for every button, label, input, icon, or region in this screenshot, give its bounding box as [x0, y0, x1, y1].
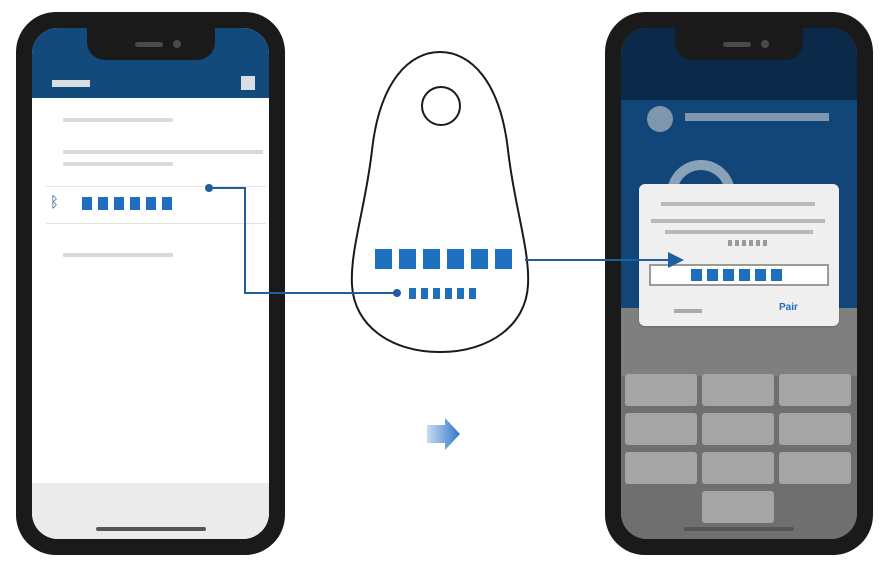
- header-title-placeholder: [52, 80, 90, 87]
- keypad-key[interactable]: [625, 452, 697, 484]
- phone-left: ᛒ: [16, 12, 285, 555]
- tag-serial-digit: [421, 288, 428, 299]
- entered-code-digit: [723, 269, 734, 281]
- keypad-key[interactable]: [779, 452, 851, 484]
- tag-serial-digit: [469, 288, 476, 299]
- entered-code-digit: [755, 269, 766, 281]
- header-menu-icon[interactable]: [241, 76, 255, 90]
- tag-code-digit: [375, 249, 392, 269]
- phone-notch: [86, 28, 215, 60]
- pairing-code-input[interactable]: [649, 264, 829, 286]
- divider: [46, 223, 266, 224]
- tag-code-digit: [495, 249, 512, 269]
- keypad-key[interactable]: [702, 413, 774, 445]
- dialog-text-line: [665, 230, 813, 234]
- tag-code-digit: [399, 249, 416, 269]
- entered-code-digit: [771, 269, 782, 281]
- entered-code-digit: [707, 269, 718, 281]
- keypad-key[interactable]: [625, 374, 697, 406]
- cancel-button[interactable]: [674, 309, 702, 313]
- keypad-key[interactable]: [702, 452, 774, 484]
- device-code-digit: [162, 197, 172, 210]
- device-code-digit: [98, 197, 108, 210]
- device-tag: [350, 50, 530, 354]
- code-hint-digit: [749, 240, 753, 246]
- text-line: [63, 162, 173, 166]
- entered-code-digit: [691, 269, 702, 281]
- device-code-digit: [146, 197, 156, 210]
- home-indicator: [95, 527, 206, 531]
- speaker: [723, 42, 751, 47]
- text-line: [63, 118, 173, 122]
- avatar: [647, 106, 673, 132]
- tag-serial-digit: [445, 288, 452, 299]
- phone-right: Pair: [605, 12, 873, 555]
- code-hint-digit: [735, 240, 739, 246]
- phone-notch: [675, 28, 803, 60]
- camera: [761, 40, 769, 48]
- tag-code-digit: [471, 249, 488, 269]
- device-code-digit: [114, 197, 124, 210]
- device-code-digit: [82, 197, 92, 210]
- code-hint-digit: [756, 240, 760, 246]
- tag-serial-digit: [433, 288, 440, 299]
- code-hint-digit: [742, 240, 746, 246]
- tag-code-digit: [447, 249, 464, 269]
- arrow-right-icon: [427, 418, 460, 450]
- pair-button[interactable]: Pair: [779, 302, 798, 313]
- connector-dot: [393, 289, 401, 297]
- keypad-key[interactable]: [779, 413, 851, 445]
- keypad-key[interactable]: [779, 374, 851, 406]
- text-line: [63, 150, 263, 154]
- lock-screen: Pair: [621, 28, 857, 539]
- name-placeholder: [685, 113, 829, 121]
- dialog-title-line: [661, 202, 815, 206]
- speaker: [134, 42, 163, 47]
- entered-code-digit: [739, 269, 750, 281]
- keypad-key[interactable]: [625, 413, 697, 445]
- tag-keyring-hole: [421, 86, 461, 126]
- tag-code-digit: [423, 249, 440, 269]
- device-code-digit: [130, 197, 140, 210]
- app-screen: ᛒ: [32, 28, 269, 539]
- keypad-key[interactable]: [702, 491, 774, 523]
- code-hint-digit: [763, 240, 767, 246]
- divider: [46, 186, 266, 187]
- bluetooth-icon: ᛒ: [50, 194, 60, 211]
- tag-serial-digit: [457, 288, 464, 299]
- code-hint-digit: [728, 240, 732, 246]
- tag-serial-digit: [409, 288, 416, 299]
- camera: [172, 40, 181, 48]
- keypad-key[interactable]: [702, 374, 774, 406]
- text-line: [63, 253, 173, 257]
- dialog-text-line: [651, 219, 825, 223]
- home-indicator: [684, 527, 794, 531]
- pairing-dialog: Pair: [639, 184, 839, 326]
